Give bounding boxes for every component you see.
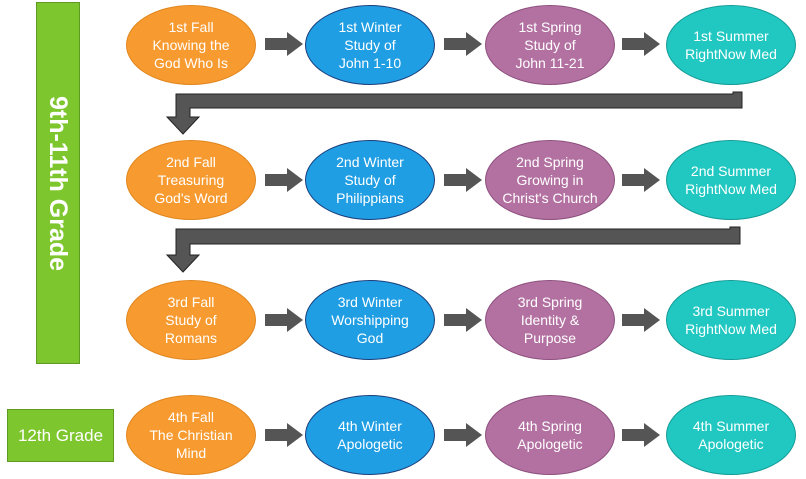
node-label: 4th Summer Apologetic [692,418,770,452]
node-3rd-summer: 3rd Summer RightNow Med [666,280,796,360]
node-2nd-winter: 2nd Winter Study of Philippians [305,140,435,220]
arrow-row2-fall-winter [265,168,303,192]
arrow-row4-spring-summer [622,423,660,447]
arrow-row3-fall-winter [265,308,303,332]
node-label: 4th Fall The Christian Mind [149,409,233,461]
node-label: 4th Spring Apologetic [517,418,583,452]
grade-label-12th-text: 12th Grade [17,425,104,445]
node-1st-winter: 1st Winter Study of John 1-10 [305,5,435,85]
node-label: 1st Fall Knowing the God Who Is [152,19,230,71]
node-label: 2nd Fall Treasuring God's Word [154,154,228,206]
node-label: 2nd Winter Study of Philippians [336,154,404,206]
node-label: 1st Spring Study of John 11-21 [515,19,585,71]
arrow-row3-winter-spring [444,308,482,332]
arrow-row4-winter-spring [444,423,482,447]
node-1st-summer: 1st Summer RightNow Med [666,5,796,85]
elbow-arrow-row2-row3 [165,226,741,273]
grade-label-9th-11th: 9th-11th Grade [36,2,80,364]
node-label: 3rd Winter Worshipping God [331,294,409,346]
node-label: 3rd Fall Study of Romans [164,294,218,346]
node-1st-spring: 1st Spring Study of John 11-21 [485,5,615,85]
node-4th-spring: 4th Spring Apologetic [485,395,615,475]
grade-label-12th: 12th Grade [7,409,114,462]
node-3rd-fall: 3rd Fall Study of Romans [126,280,256,360]
node-label: 1st Summer RightNow Med [685,28,777,62]
node-2nd-fall: 2nd Fall Treasuring God's Word [126,140,256,220]
node-label: 1st Winter Study of John 1-10 [338,19,402,71]
node-label: 3rd Summer RightNow Med [685,303,777,337]
arrow-row2-spring-summer [622,168,660,192]
node-label: 2nd Spring Growing in Christ's Church [502,154,598,206]
node-3rd-spring: 3rd Spring Identity & Purpose [485,280,615,360]
node-2nd-spring: 2nd Spring Growing in Christ's Church [485,140,615,220]
arrow-row1-winter-spring [444,32,482,56]
node-label: 4th Winter Apologetic [337,418,403,452]
node-3rd-winter: 3rd Winter Worshipping God [305,280,435,360]
node-2nd-summer: 2nd Summer RightNow Med [666,140,796,220]
node-4th-fall: 4th Fall The Christian Mind [126,395,256,475]
node-label: 2nd Summer RightNow Med [685,163,777,197]
arrow-row2-winter-spring [444,168,482,192]
node-1st-fall: 1st Fall Knowing the God Who Is [126,5,256,85]
node-4th-winter: 4th Winter Apologetic [305,395,435,475]
arrow-row1-fall-winter [265,32,303,56]
node-4th-summer: 4th Summer Apologetic [666,395,796,475]
arrow-row4-fall-winter [265,423,303,447]
node-label: 3rd Spring Identity & Purpose [517,294,583,346]
arrow-row3-spring-summer [622,308,660,332]
elbow-arrow-row1-row2 [165,91,743,135]
arrow-row1-spring-summer [622,32,660,56]
